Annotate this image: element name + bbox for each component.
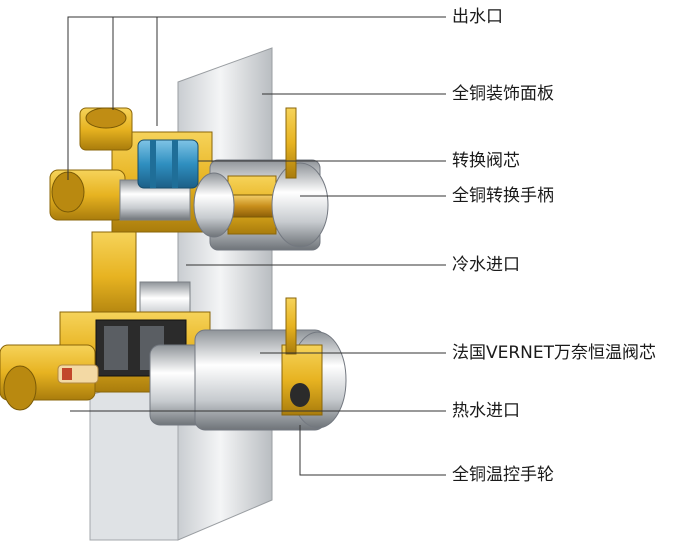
label-hot-inlet: 热水进口 — [452, 401, 520, 421]
leader-line-handwheel — [299, 425, 446, 476]
leader-line-outlet — [67, 16, 446, 180]
diverter-cartridge — [137, 139, 199, 189]
label-cold-inlet: 冷水进口 — [452, 255, 520, 275]
label-thermostatic-handwheel: 全铜温控手轮 — [452, 465, 554, 485]
label-outlet: 出水口 — [452, 7, 503, 27]
label-decorative-plate: 全铜装饰面板 — [452, 84, 554, 104]
thermostatic-handwheel — [149, 297, 347, 431]
connecting-tube — [91, 231, 191, 329]
label-diverter-cartridge: 转换阀芯 — [452, 151, 520, 171]
label-diverter-handle: 全铜转换手柄 — [452, 186, 554, 206]
diverter-handle — [193, 107, 329, 251]
label-thermostatic-cartridge: 法国VERNET万奈恒温阀芯 — [452, 343, 657, 363]
